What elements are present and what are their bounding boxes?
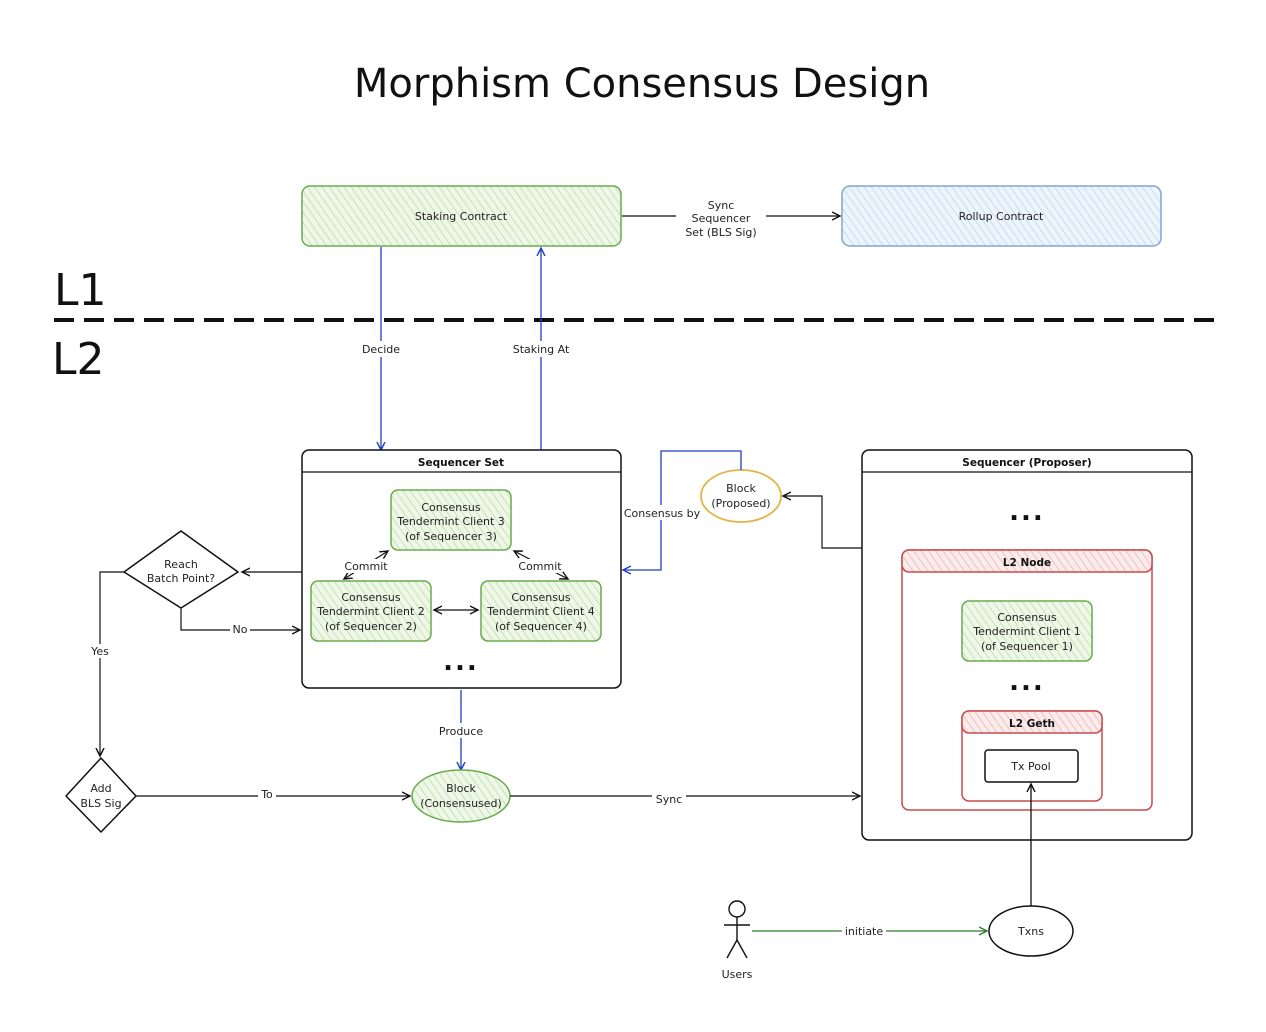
- tx-pool-label: Tx Pool: [1010, 760, 1050, 773]
- rollup-contract-label: Rollup Contract: [959, 210, 1044, 223]
- client4-line2: Tendermint Client 4: [486, 605, 595, 618]
- batch-point-line1: Reach: [164, 558, 198, 571]
- sync-label: Sync: [656, 793, 683, 806]
- sync-label-line2: Sequencer: [692, 212, 751, 225]
- txns-label: Txns: [1017, 925, 1044, 938]
- block-proposed-node[interactable]: Block (Proposed): [700, 469, 782, 523]
- consensus-by-edge: [623, 450, 742, 570]
- no-edge: [180, 608, 300, 630]
- tendermint-client-2[interactable]: Consensus Tendermint Client 2 (of Sequen…: [310, 580, 432, 642]
- client2-line3: (of Sequencer 2): [325, 620, 417, 633]
- decide-label: Decide: [362, 343, 400, 356]
- consensus-by-label: Consensus by: [624, 507, 701, 520]
- client3-line1: Consensus: [421, 501, 481, 514]
- to-label: To: [260, 788, 273, 801]
- proposer-to-block-edge: [783, 496, 862, 549]
- tx-pool-node[interactable]: Tx Pool: [984, 749, 1079, 783]
- batch-point-line2: Batch Point?: [147, 572, 215, 585]
- produce-label: Produce: [439, 725, 483, 738]
- client3-line2: Tendermint Client 3: [396, 515, 505, 528]
- layer-l2-label: L2: [52, 334, 105, 385]
- client1-line2: Tendermint Client 1: [972, 625, 1081, 638]
- initiate-label: initiate: [845, 925, 884, 938]
- staking-contract-label: Staking Contract: [415, 210, 508, 223]
- sync-label-line3: Set (BLS Sig): [685, 226, 756, 239]
- l2-node-more: ...: [1009, 667, 1045, 697]
- sequencer-set-title: Sequencer Set: [418, 457, 504, 469]
- block-proposed-line2: (Proposed): [711, 497, 770, 510]
- layer-l1-label: L1: [54, 265, 107, 316]
- yes-edge: [100, 571, 124, 756]
- tendermint-client-1[interactable]: Consensus Tendermint Client 1 (of Sequen…: [961, 600, 1093, 662]
- commit-label-left: Commit: [344, 560, 388, 573]
- client1-line1: Consensus: [997, 611, 1057, 624]
- rollup-contract-node[interactable]: Rollup Contract: [841, 185, 1162, 247]
- staking-contract-node[interactable]: Staking Contract: [301, 185, 622, 247]
- l2-geth-title: L2 Geth: [1009, 718, 1055, 730]
- sync-label-line1: Sync: [708, 199, 735, 212]
- tendermint-client-3[interactable]: Consensus Tendermint Client 3 (of Sequen…: [390, 489, 512, 551]
- client1-line3: (of Sequencer 1): [981, 640, 1073, 653]
- no-label: No: [233, 623, 248, 636]
- staking-at-label: Staking At: [513, 343, 570, 356]
- user-head-icon: [728, 900, 746, 918]
- client4-line3: (of Sequencer 4): [495, 620, 587, 633]
- block-proposed-line1: Block: [726, 482, 756, 495]
- add-bls-sig-decision[interactable]: Add BLS Sig: [65, 757, 137, 833]
- tendermint-client-4[interactable]: Consensus Tendermint Client 4 (of Sequen…: [480, 580, 602, 642]
- client2-line1: Consensus: [341, 591, 401, 604]
- txns-node[interactable]: Txns: [988, 905, 1074, 957]
- block-consensused-line2: (Consensused): [420, 797, 502, 810]
- yes-label: Yes: [90, 645, 109, 658]
- commit-label-right: Commit: [518, 560, 562, 573]
- l2-node-title: L2 Node: [1003, 557, 1051, 569]
- client3-line3: (of Sequencer 3): [405, 530, 497, 543]
- diagram-title: Morphism Consensus Design: [354, 61, 930, 107]
- proposer-title: Sequencer (Proposer): [962, 457, 1091, 469]
- bls-line1: Add: [90, 782, 111, 795]
- users-actor[interactable]: Users: [722, 900, 753, 981]
- proposer-more-top: ...: [1009, 497, 1045, 527]
- sequencer-set-more: ...: [443, 647, 479, 677]
- client2-line2: Tendermint Client 2: [316, 605, 425, 618]
- client4-line1: Consensus: [511, 591, 571, 604]
- users-label: Users: [722, 968, 753, 981]
- block-consensused-line1: Block: [446, 782, 476, 795]
- bls-line2: BLS Sig: [80, 797, 121, 810]
- block-consensused-node[interactable]: Block (Consensused): [411, 769, 511, 823]
- reach-batch-point-decision[interactable]: Reach Batch Point?: [123, 530, 239, 609]
